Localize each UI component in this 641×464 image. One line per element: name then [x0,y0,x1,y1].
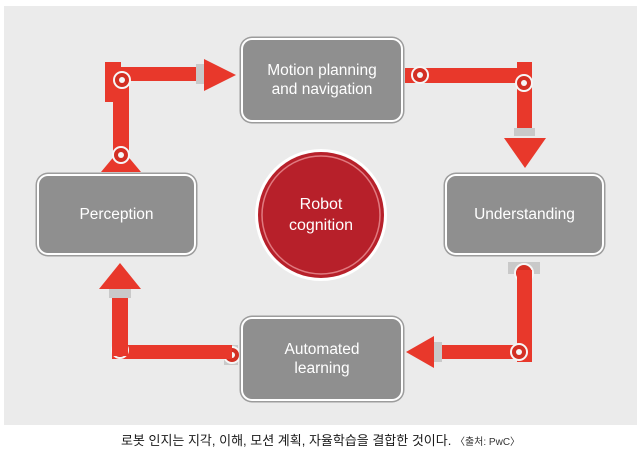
node-understanding: Understanding [447,176,602,253]
node-automated-learning: Automated learning [243,319,401,399]
arm-motion-to-understanding [405,62,546,168]
node-understanding-label: Understanding [474,206,575,223]
node-perception: Perception [39,176,194,253]
node-motion-planning-label: Motion planning and navigation [267,62,377,98]
robot-cognition-circle [255,149,387,281]
center-label: Robot cognition [257,172,385,258]
arm-understanding-to-learning [406,262,540,368]
arm-learning-to-perception [99,263,241,365]
arm-perception-to-motion [101,59,236,172]
node-automated-learning-label: Automated learning [284,341,360,377]
figure-caption: 로봇 인지는 지각, 이해, 모션 계획, 자율학습을 결합한 것이다. 〈출처… [0,430,641,449]
caption-main: 로봇 인지는 지각, 이해, 모션 계획, 자율학습을 결합한 것이다. [120,433,452,448]
caption-source: 〈출처: PwC〉 [454,437,521,448]
node-perception-label: Perception [79,206,154,223]
center-label-text: Robot cognition [288,196,354,234]
node-motion-planning: Motion planning and navigation [243,40,401,120]
